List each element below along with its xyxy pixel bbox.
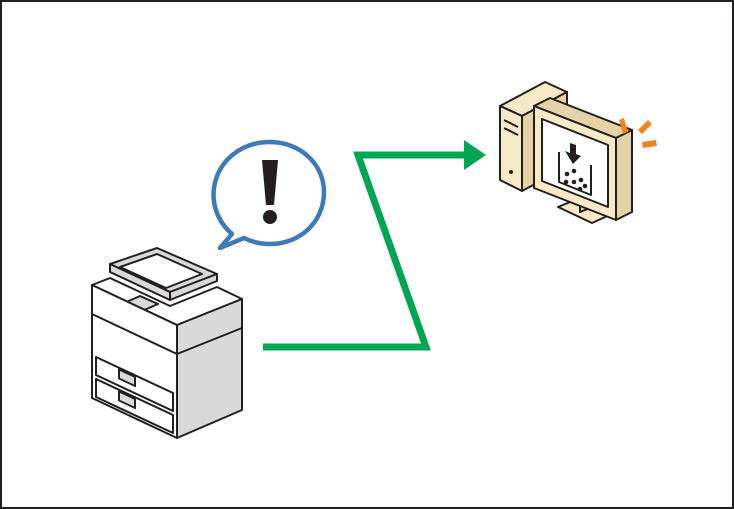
computer-drive-slot	[503, 119, 519, 128]
connector-line	[263, 151, 468, 351]
arrow-head-icon	[464, 140, 486, 170]
monitor-side	[615, 129, 633, 221]
computer-tower-front	[499, 105, 523, 192]
toner-container	[558, 152, 592, 196]
printer-tray-2-handle	[118, 390, 136, 410]
multifunction-printer-icon	[91, 247, 243, 439]
alert-ray	[642, 140, 657, 148]
printer-front-divider	[91, 313, 178, 355]
toner-empty-icon	[558, 143, 592, 196]
notification-connector	[263, 140, 486, 351]
computer-power-light	[509, 170, 513, 174]
toner-particle	[571, 179, 577, 185]
printer-feeder-side	[169, 273, 218, 301]
toner-particle	[582, 183, 588, 189]
alert-ray	[638, 120, 652, 134]
toner-particle	[564, 171, 570, 177]
exclamation-dot	[263, 210, 277, 224]
toner-particle	[563, 179, 569, 185]
printer-side-divider	[176, 327, 243, 355]
toner-particle	[577, 186, 583, 192]
toner-arrow	[565, 143, 581, 164]
printer-feeder-tray	[119, 253, 203, 289]
toner-particle	[571, 168, 577, 174]
desktop-computer-icon	[499, 81, 633, 224]
alert-ray	[619, 118, 628, 134]
exclamation-mark	[262, 160, 278, 205]
computer-drive-slot-2	[503, 127, 519, 136]
exclamation-speech-bubble-icon	[211, 139, 327, 251]
printer-tray-1-handle	[118, 368, 136, 388]
toner-particle	[578, 177, 584, 183]
alert-rays-icon	[619, 118, 657, 148]
